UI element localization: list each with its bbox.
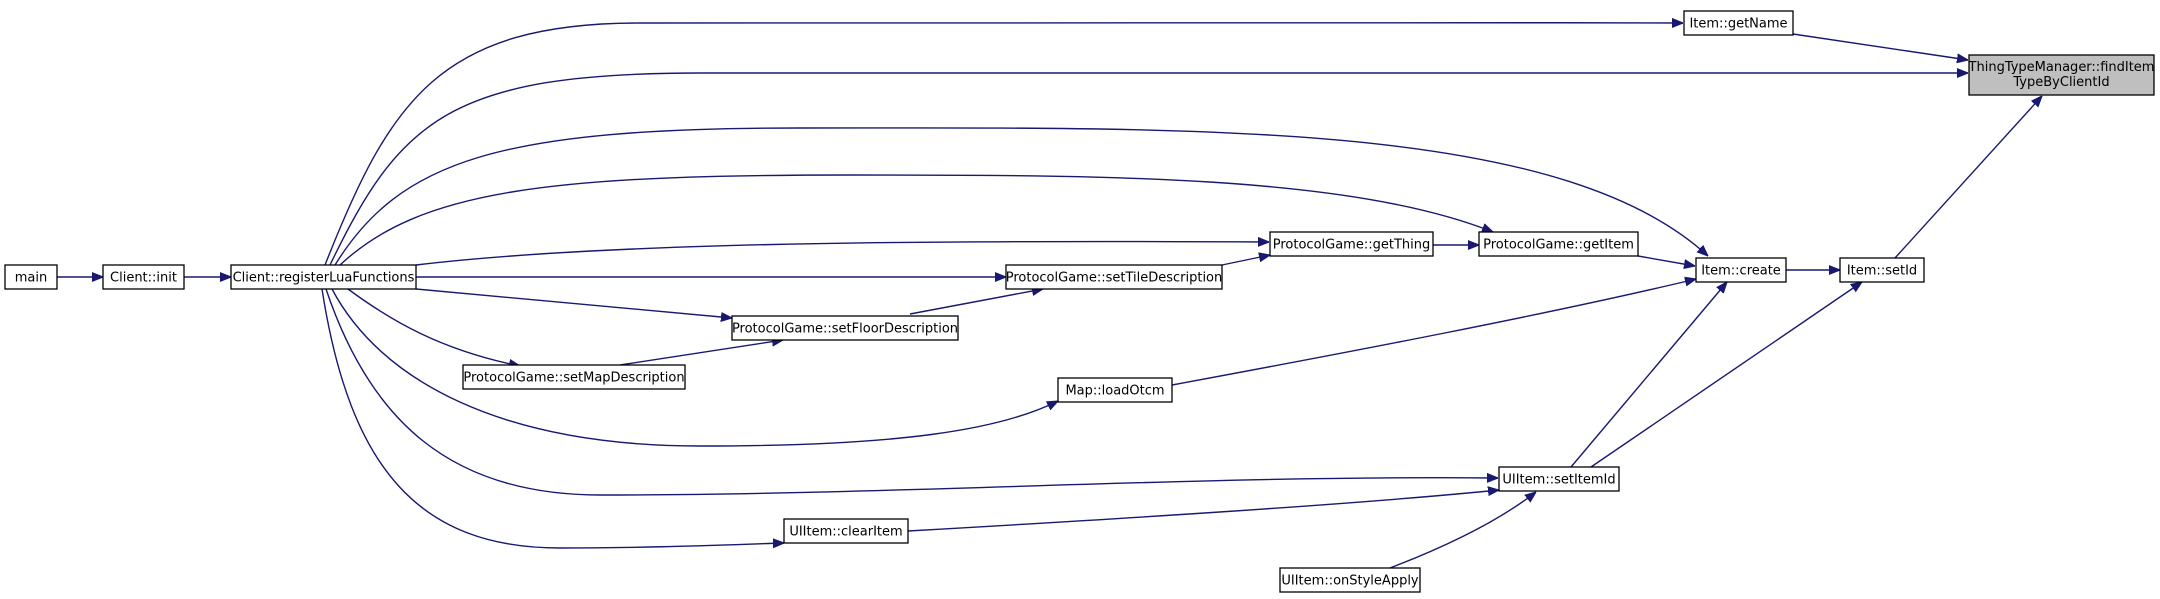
edge-get-item-to-item-create bbox=[1637, 255, 1695, 266]
node-client-init[interactable]: Client::init bbox=[102, 264, 185, 290]
edge-ui-set-item-id-to-item-create bbox=[1570, 282, 1727, 468]
node-item-create[interactable]: Item::create bbox=[1695, 257, 1787, 283]
node-find-item-label-line1: ThingTypeManager::findItem bbox=[1968, 60, 2155, 75]
node-register-lua-functions[interactable]: Client::registerLuaFunctions bbox=[230, 264, 417, 290]
edge-register-lua-to-ui-clear-item bbox=[321, 288, 784, 549]
edge-register-lua-to-get-item bbox=[339, 174, 1493, 266]
edge-register-lua-to-get-thing bbox=[415, 241, 1269, 266]
node-set-tile-description-label: ProtocolGame::setTileDescription bbox=[1006, 271, 1223, 286]
nodes: main Client::init Client::registerLuaFun… bbox=[4, 10, 2155, 593]
node-set-map-description[interactable]: ProtocolGame::setMapDescription bbox=[462, 364, 686, 390]
node-ui-clear-item-label: UIItem::clearItem bbox=[789, 525, 902, 540]
edge-set-floor-description-to-set-tile-description bbox=[909, 289, 1043, 315]
edge-register-lua-to-get-name bbox=[324, 23, 1683, 266]
edge-ui-on-style-apply-to-ui-set-item-id bbox=[1389, 492, 1536, 569]
node-ui-on-style-apply[interactable]: UIItem::onStyleApply bbox=[1279, 567, 1421, 593]
edge-set-tile-description-to-get-thing bbox=[1221, 255, 1270, 266]
node-set-floor-description[interactable]: ProtocolGame::setFloorDescription bbox=[731, 315, 959, 341]
node-main[interactable]: main bbox=[4, 264, 58, 290]
node-main-label: main bbox=[15, 271, 47, 286]
node-map-load-otcm[interactable]: Map::loadOtcm bbox=[1057, 377, 1173, 403]
node-set-map-description-label: ProtocolGame::setMapDescription bbox=[463, 371, 684, 386]
edge-register-lua-to-ui-set-item-id bbox=[325, 288, 1498, 496]
edge-map-load-otcm-to-item-create bbox=[1171, 279, 1696, 386]
node-set-tile-description[interactable]: ProtocolGame::setTileDescription bbox=[1005, 264, 1223, 290]
edge-register-lua-to-map-load-otcm bbox=[331, 288, 1058, 447]
node-get-item[interactable]: ProtocolGame::getItem bbox=[1478, 231, 1639, 257]
node-item-set-id-label: Item::setId bbox=[1847, 264, 1917, 279]
edge-item-get-name-to-find-item bbox=[1792, 33, 1968, 60]
node-ui-clear-item[interactable]: UIItem::clearItem bbox=[783, 518, 909, 544]
edge-register-lua-to-set-map-description bbox=[347, 288, 520, 366]
edge-register-lua-to-set-floor-description bbox=[415, 288, 732, 318]
node-register-lua-functions-label: Client::registerLuaFunctions bbox=[233, 271, 415, 286]
edge-ui-set-item-id-to-item-set-id bbox=[1590, 282, 1862, 468]
edge-item-set-id-to-find-item bbox=[1894, 96, 2042, 259]
node-get-thing[interactable]: ProtocolGame::getThing bbox=[1269, 231, 1434, 257]
node-find-item-label-line2: TypeByClientId bbox=[2012, 75, 2109, 90]
node-get-item-label: ProtocolGame::getItem bbox=[1483, 238, 1634, 253]
node-item-create-label: Item::create bbox=[1701, 264, 1781, 279]
node-item-set-id[interactable]: Item::setId bbox=[1839, 257, 1925, 283]
node-ui-on-style-apply-label: UIItem::onStyleApply bbox=[1281, 574, 1419, 589]
node-item-get-name[interactable]: Item::getName bbox=[1683, 10, 1794, 36]
node-ui-set-item-id-label: UIItem::setItemId bbox=[1502, 473, 1615, 488]
node-client-init-label: Client::init bbox=[110, 271, 177, 286]
node-map-load-otcm-label: Map::loadOtcm bbox=[1065, 384, 1164, 399]
node-find-item-type-by-client-id[interactable]: ThingTypeManager::findItem TypeByClientI… bbox=[1968, 54, 2155, 96]
edge-set-map-description-to-set-floor-description bbox=[619, 340, 783, 366]
edge-register-lua-to-item-create bbox=[334, 127, 1708, 266]
node-get-thing-label: ProtocolGame::getThing bbox=[1273, 238, 1430, 253]
node-ui-set-item-id[interactable]: UIItem::setItemId bbox=[1498, 466, 1620, 492]
edge-ui-clear-item-to-ui-set-item-id bbox=[907, 490, 1499, 532]
node-set-floor-description-label: ProtocolGame::setFloorDescription bbox=[732, 322, 958, 337]
edges bbox=[57, 23, 2042, 569]
node-item-get-name-label: Item::getName bbox=[1689, 17, 1787, 32]
edge-register-lua-to-find-item bbox=[329, 73, 1968, 266]
